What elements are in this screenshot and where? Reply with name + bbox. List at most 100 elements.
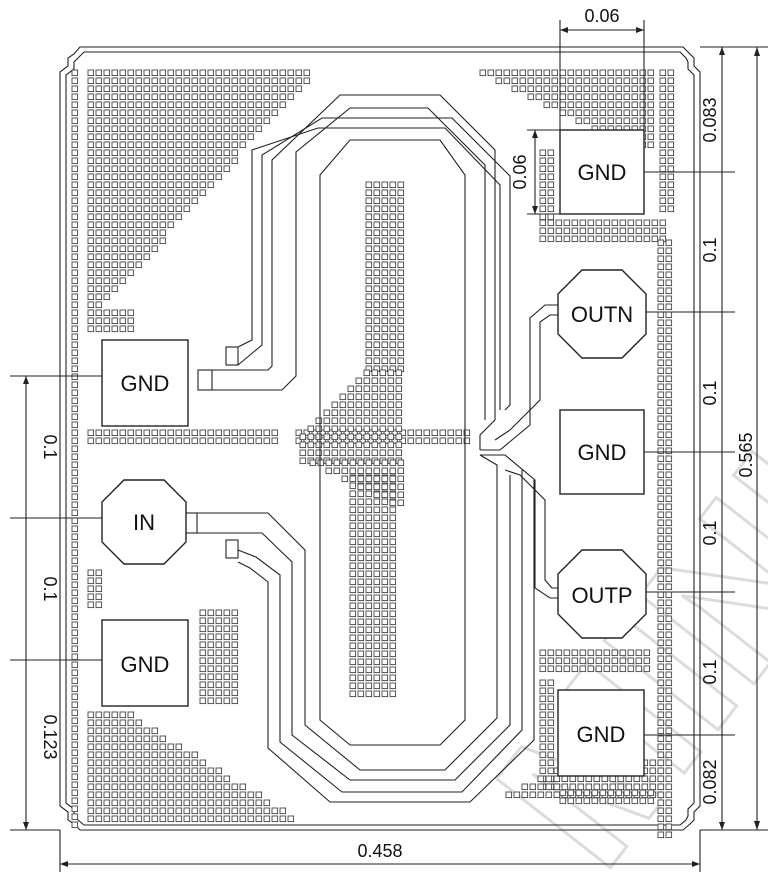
via: [539, 205, 547, 213]
via: [387, 385, 395, 393]
via: [511, 77, 519, 85]
via: [207, 173, 215, 181]
via: [365, 554, 373, 562]
via: [357, 562, 365, 570]
via: [183, 69, 191, 77]
via: [375, 437, 383, 445]
via: [591, 85, 599, 93]
via: [71, 725, 79, 733]
via: [647, 125, 655, 133]
via: [347, 433, 355, 441]
via: [665, 559, 673, 567]
via: [371, 401, 379, 409]
via: [511, 69, 519, 77]
via: [615, 117, 623, 125]
via: [127, 719, 135, 727]
via: [231, 791, 239, 799]
via: [299, 457, 307, 465]
via: [373, 459, 381, 467]
via: [223, 649, 231, 657]
via: [667, 141, 675, 149]
via: [657, 815, 665, 823]
via: [119, 719, 127, 727]
via: [135, 429, 143, 437]
via: [373, 514, 381, 522]
via: [247, 125, 255, 133]
via: [397, 229, 405, 237]
via: [635, 219, 643, 227]
via: [667, 165, 675, 173]
via: [341, 459, 349, 467]
via: [119, 317, 127, 325]
via: [623, 117, 631, 125]
via: [657, 767, 665, 775]
via: [255, 93, 263, 101]
via: [659, 125, 667, 133]
via: [71, 237, 79, 245]
via: [127, 77, 135, 85]
via: [373, 570, 381, 578]
via: [71, 141, 79, 149]
via: [135, 791, 143, 799]
via: [381, 506, 389, 514]
via: [551, 93, 559, 101]
via: [339, 409, 347, 417]
via: [349, 459, 357, 467]
via: [199, 157, 207, 165]
via: [95, 125, 103, 133]
via: [389, 554, 397, 562]
via: [127, 727, 135, 735]
via: [665, 335, 673, 343]
via: [231, 69, 239, 77]
via: [539, 219, 547, 227]
via: [665, 567, 673, 575]
via: [387, 393, 395, 401]
via: [635, 227, 643, 235]
via: [591, 77, 599, 85]
via: [389, 467, 397, 475]
via: [175, 181, 183, 189]
via: [657, 799, 665, 807]
via: [593, 783, 601, 791]
via: [543, 77, 551, 85]
via: [665, 583, 673, 591]
via: [143, 69, 151, 77]
via: [143, 253, 151, 261]
via: [111, 277, 119, 285]
via: [87, 245, 95, 253]
via: [111, 325, 119, 333]
via: [529, 791, 537, 799]
via: [223, 625, 231, 633]
via: [665, 655, 673, 663]
via: [365, 285, 373, 293]
via: [87, 759, 95, 767]
via: [389, 602, 397, 610]
via: [183, 85, 191, 93]
via: [111, 429, 119, 437]
via: [545, 783, 553, 791]
via: [71, 765, 79, 773]
via: [143, 735, 151, 743]
via: [591, 109, 599, 117]
via: [135, 157, 143, 165]
via: [111, 245, 119, 253]
via: [373, 562, 381, 570]
via: [71, 637, 79, 645]
via: [371, 377, 379, 385]
via: [111, 751, 119, 759]
via: [215, 157, 223, 165]
via: [71, 341, 79, 349]
via: [191, 807, 199, 815]
via: [583, 85, 591, 93]
via: [665, 407, 673, 415]
via: [175, 165, 183, 173]
via: [159, 125, 167, 133]
via: [347, 417, 355, 425]
via: [587, 219, 595, 227]
via: [349, 602, 357, 610]
via: [607, 69, 615, 77]
via: [389, 245, 397, 253]
via: [87, 429, 95, 437]
via: [551, 69, 559, 77]
via: [215, 689, 223, 697]
